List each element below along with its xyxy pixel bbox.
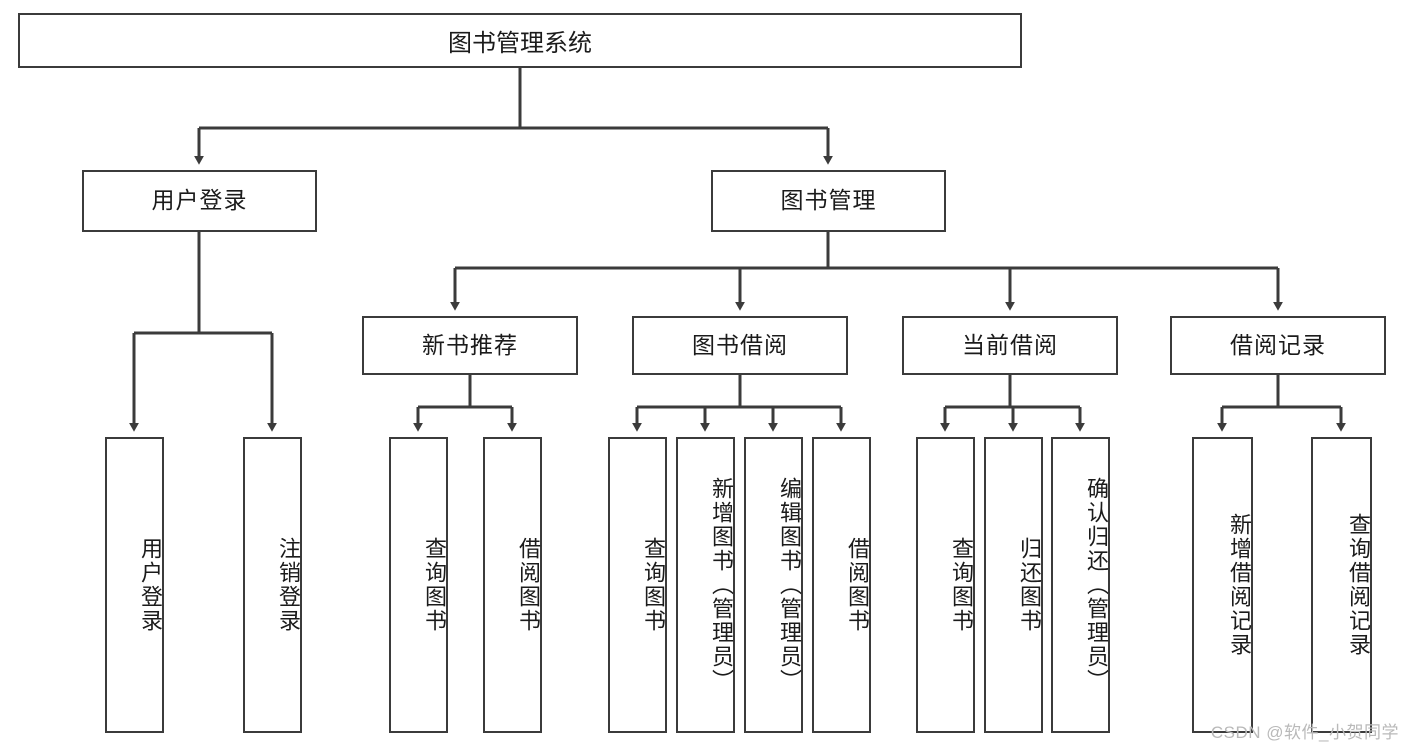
node-label: 确认归还（管理员） — [1084, 477, 1109, 693]
leaf-user-login-logout[interactable]: 注销登录 — [243, 437, 302, 733]
leaf-borrow-query-book[interactable]: 查询图书 — [608, 437, 667, 733]
node-label: 借阅记录 — [1230, 331, 1326, 358]
leaf-borrow-edit-book[interactable]: 编辑图书（管理员） — [744, 437, 803, 733]
leaf-current-query-book[interactable]: 查询图书 — [916, 437, 975, 733]
node-label: 图书管理系统 — [448, 30, 592, 57]
node-label: 查询图书 — [949, 537, 974, 633]
node-book-management[interactable]: 图书管理 — [711, 170, 946, 232]
leaf-recommend-borrow-book[interactable]: 借阅图书 — [483, 437, 542, 733]
node-label: 图书管理 — [780, 187, 877, 214]
watermark: CSDN @软件_小贺同学 — [1210, 723, 1399, 742]
node-label: 新书推荐 — [422, 331, 518, 358]
node-label: 新增借阅记录 — [1227, 513, 1252, 657]
leaf-record-query-record[interactable]: 查询借阅记录 — [1311, 437, 1372, 733]
node-label: 注销登录 — [276, 537, 301, 633]
node-label: 当前借阅 — [962, 331, 1058, 358]
leaf-current-confirm-return[interactable]: 确认归还（管理员） — [1051, 437, 1110, 733]
node-borrow-record[interactable]: 借阅记录 — [1170, 316, 1386, 375]
node-label: 编辑图书（管理员） — [777, 477, 802, 693]
node-label: 借阅图书 — [845, 537, 870, 633]
leaf-record-add-record[interactable]: 新增借阅记录 — [1192, 437, 1253, 733]
node-root-system[interactable]: 图书管理系统 — [18, 13, 1022, 68]
node-user-login[interactable]: 用户登录 — [82, 170, 317, 232]
node-label: 新增图书（管理员） — [709, 477, 734, 693]
node-label: 借阅图书 — [516, 537, 541, 633]
node-label: 归还图书 — [1017, 537, 1042, 633]
node-book-borrow[interactable]: 图书借阅 — [632, 316, 848, 375]
node-label: 用户登录 — [151, 187, 248, 214]
leaf-user-login-login[interactable]: 用户登录 — [105, 437, 164, 733]
node-new-book-recommend[interactable]: 新书推荐 — [362, 316, 578, 375]
node-label: 图书借阅 — [692, 331, 788, 358]
leaf-current-return-book[interactable]: 归还图书 — [984, 437, 1043, 733]
node-label: 查询图书 — [422, 537, 447, 633]
leaf-borrow-add-book[interactable]: 新增图书（管理员） — [676, 437, 735, 733]
leaf-recommend-query-book[interactable]: 查询图书 — [389, 437, 448, 733]
node-current-borrow[interactable]: 当前借阅 — [902, 316, 1118, 375]
leaf-borrow-borrow-book[interactable]: 借阅图书 — [812, 437, 871, 733]
node-label: 查询借阅记录 — [1346, 513, 1371, 657]
node-label: 查询图书 — [641, 537, 666, 633]
node-label: 用户登录 — [138, 537, 163, 633]
